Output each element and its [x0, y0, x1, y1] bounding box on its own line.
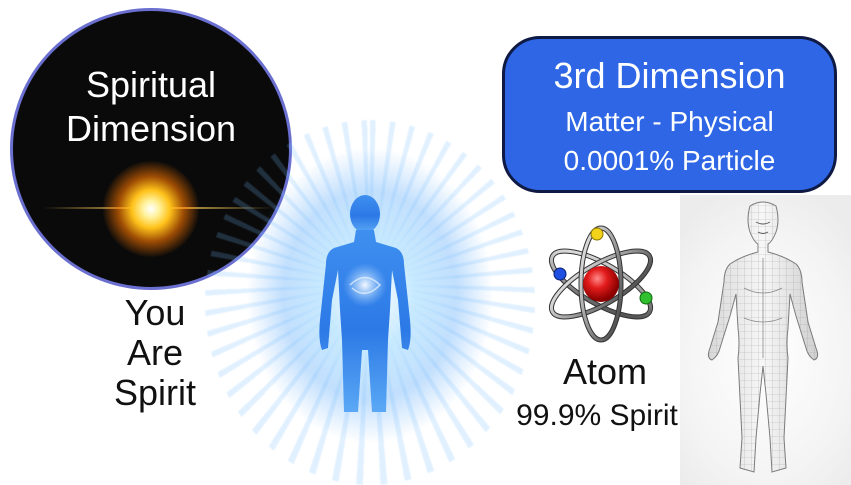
third-dimension-box: 3rd Dimension Matter - Physical 0.0001% …	[502, 36, 837, 193]
you-are-spirit-line2: Are	[126, 332, 184, 373]
you-are-spirit-label: You Are Spirit	[100, 293, 210, 413]
atom-percent-label: 99.9% Spirit	[516, 399, 678, 432]
spiritual-dimension-line2: Dimension	[65, 108, 237, 149]
you-are-spirit-line3: Spirit	[113, 372, 197, 413]
spirit-figure-icon	[319, 195, 411, 412]
atom-label: Atom	[562, 351, 648, 392]
third-dimension-particle: 0.0001% Particle	[563, 145, 776, 176]
sun-icon	[103, 161, 199, 257]
third-dimension-title: 3rd Dimension	[553, 55, 786, 96]
spiritual-dimension-title: Spiritual Dimension	[13, 63, 289, 151]
atom-icon	[548, 225, 654, 343]
spiritual-dimension-line1: Spiritual	[85, 64, 217, 105]
you-are-spirit-line1: You	[124, 292, 186, 333]
third-dimension-subtitle: Matter - Physical	[565, 106, 774, 137]
spiritual-dimension-circle: Spiritual Dimension	[10, 8, 292, 290]
wireframe-human-icon	[707, 201, 819, 473]
